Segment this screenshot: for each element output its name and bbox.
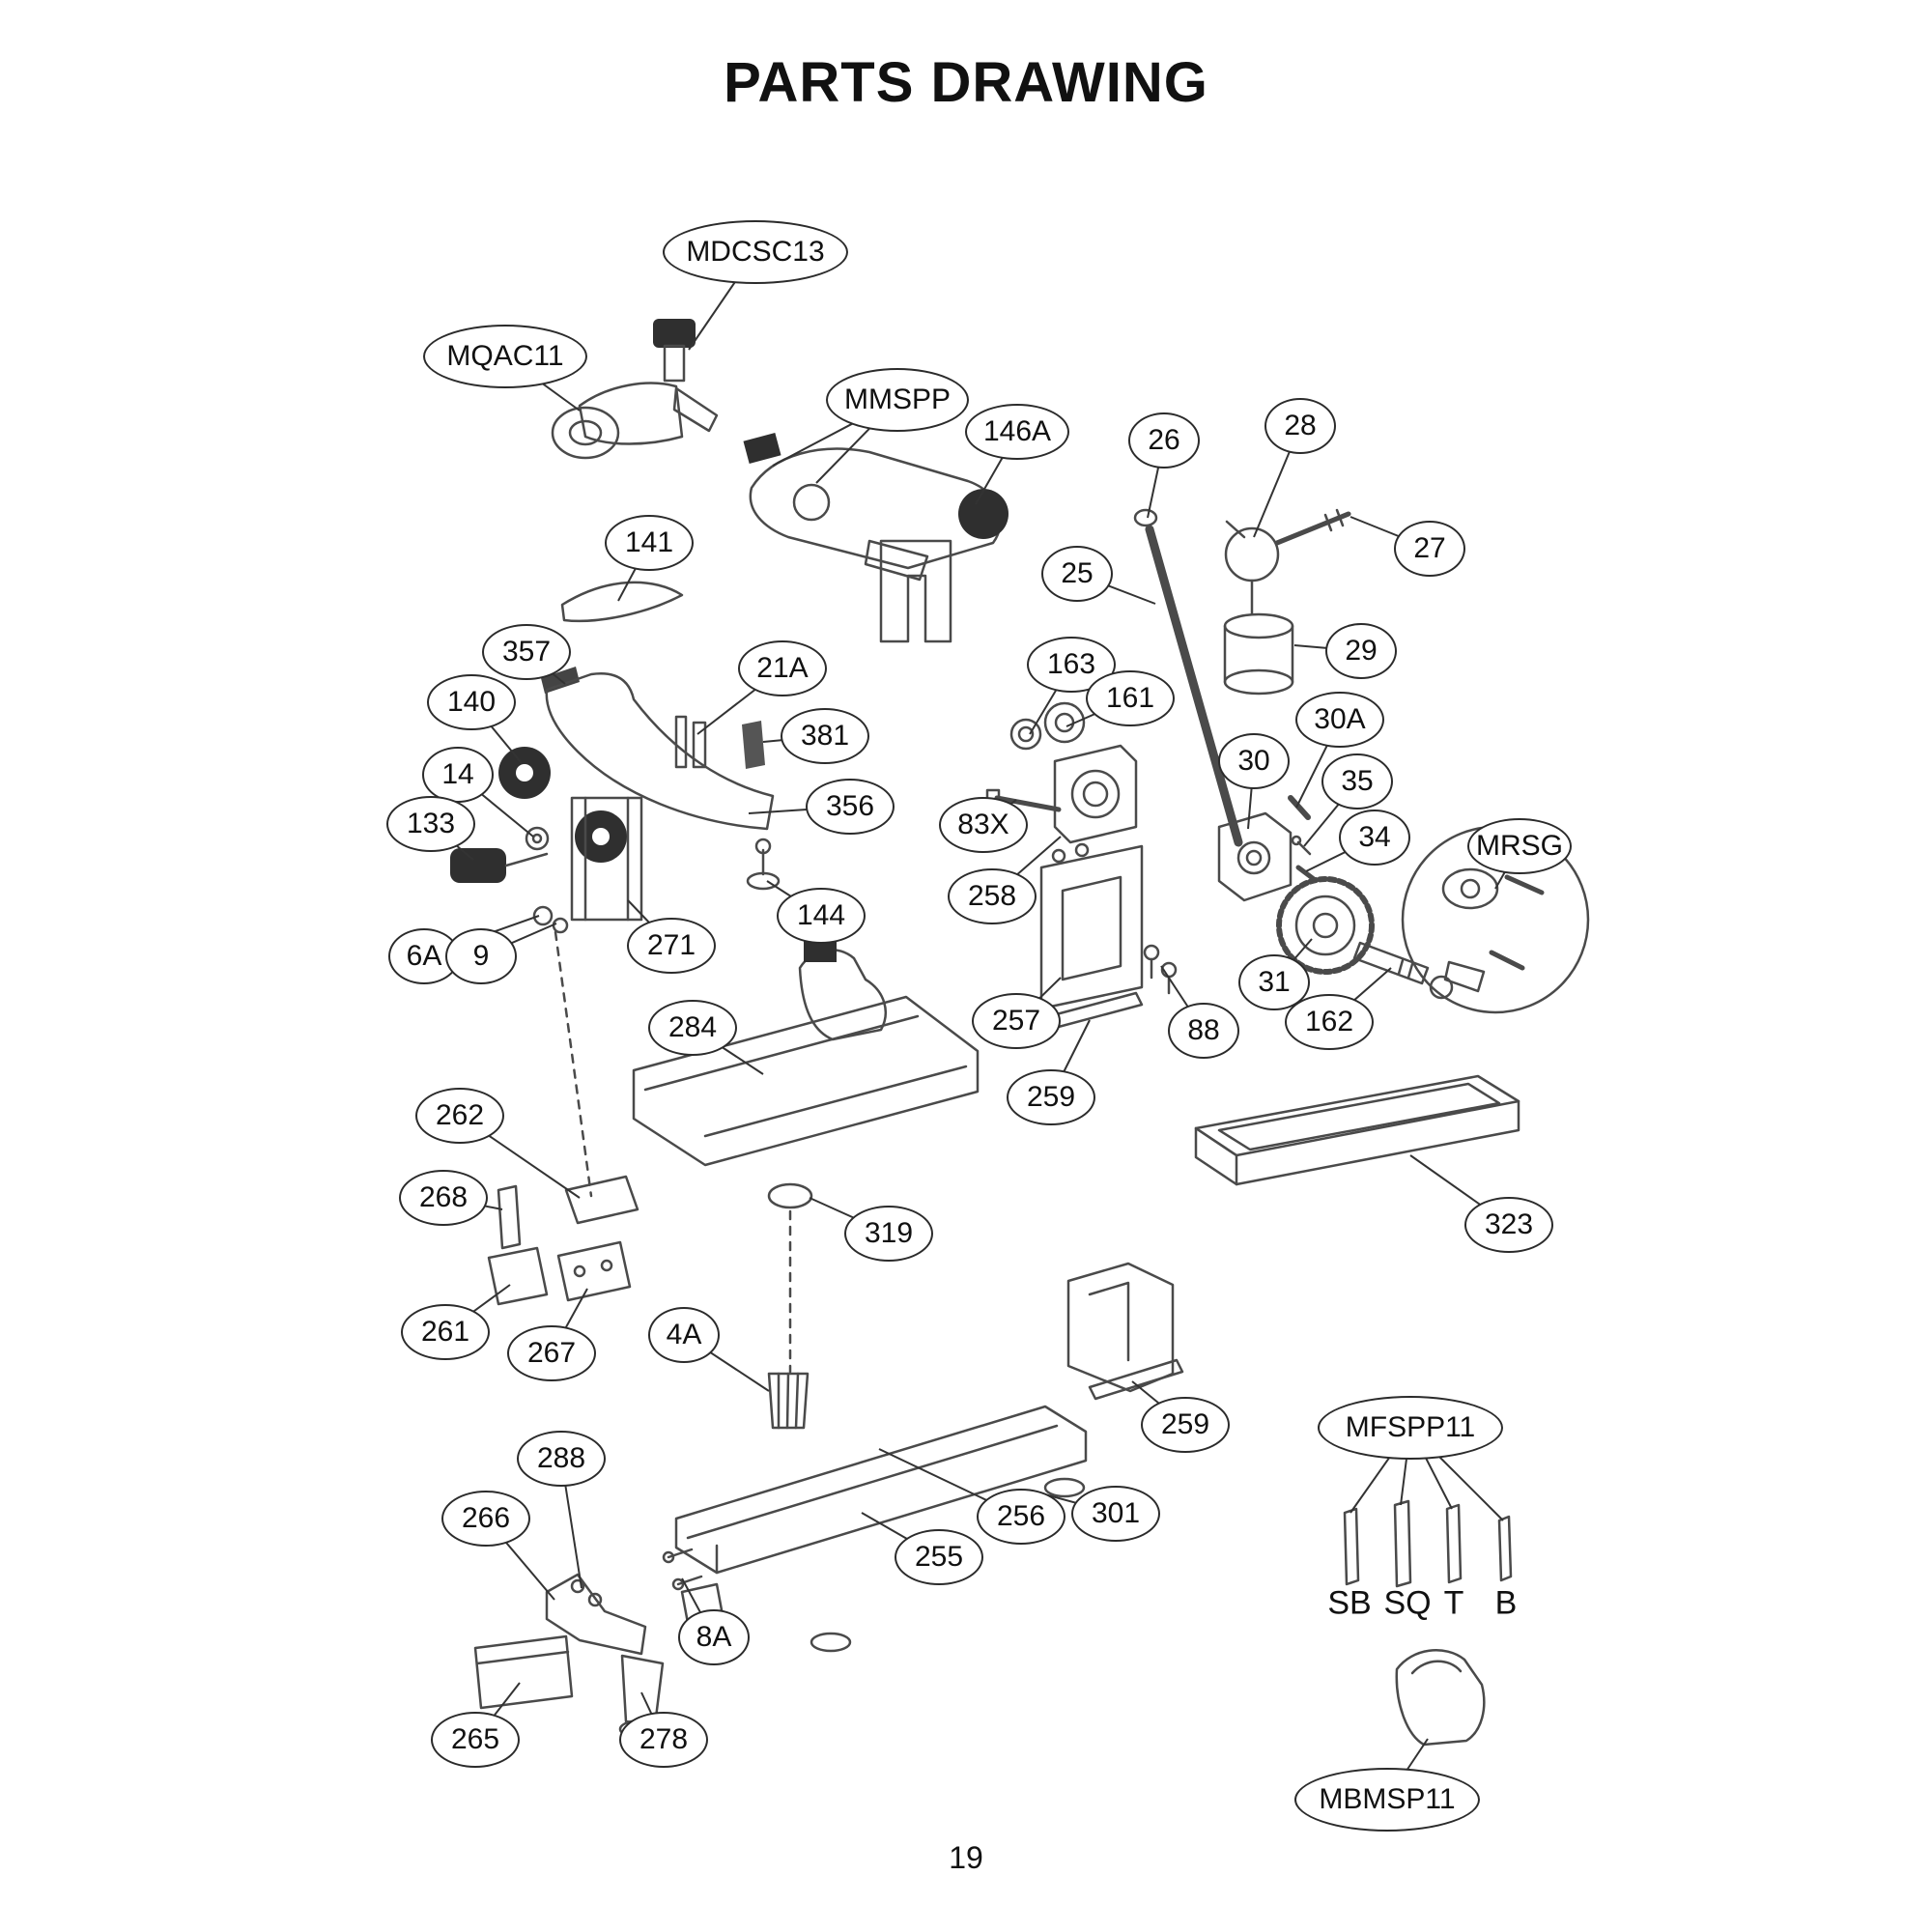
artwork-mrsg-kit [1401,825,1590,1014]
artwork-plug-4a [767,1372,810,1430]
artwork-tray [1194,1074,1520,1186]
artwork-blade [560,581,684,623]
artwork-stand-assembly [1039,842,1178,1030]
artwork-side-plates [487,1175,639,1306]
page-title: PARTS DRAWING [724,51,1208,114]
artwork-handwheel [1276,876,1454,1000]
artwork-handle-assembly [1133,508,1351,847]
artwork-bearing-assembly [985,701,1138,844]
artwork-table-assembly [632,939,980,1374]
artwork-leg-assembly [473,1573,665,1740]
artwork-rail-assembly [662,1262,1184,1653]
page-number: 19 [949,1840,983,1875]
artwork-clamp-assembly [551,319,719,460]
artwork-arm-assembly [450,667,781,1198]
artwork-head-assembly [743,433,1009,643]
artwork-fence-bars [1343,1499,1513,1588]
artwork-guard-mbmsp11 [1395,1649,1486,1747]
